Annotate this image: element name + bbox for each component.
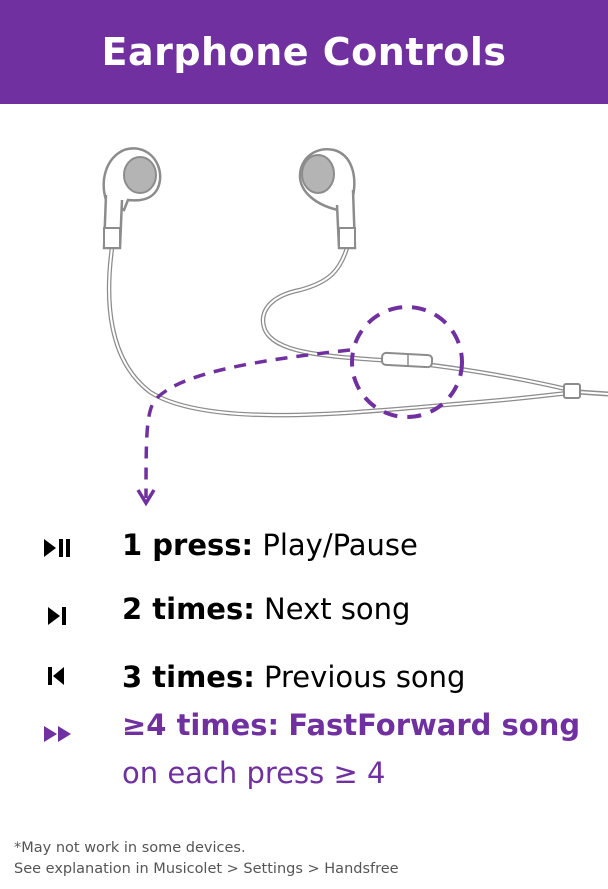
control-row-next: 2 times: Next song [0, 590, 608, 640]
control-row-fast-forward: ≥4 times: FastForward song [0, 708, 608, 762]
footnote-line-2: See explanation in Musicolet > Settings … [14, 861, 399, 877]
header-bar: Earphone Controls [0, 0, 608, 104]
remote-highlight-circle [350, 305, 464, 419]
control-row-play-pause: 1 press: Play/Pause [0, 524, 608, 574]
earphones-illustration [102, 147, 608, 507]
control-text: 1 press: Play/Pause [122, 528, 418, 562]
page-title: Earphone Controls [101, 30, 507, 74]
fast-forward-subtext: on each press ≥ 4 [122, 756, 386, 790]
left-cord [106, 245, 581, 418]
fast-forward-icon [44, 726, 71, 742]
right-cord [260, 245, 573, 393]
control-text: ≥4 times: FastForward song [122, 708, 581, 742]
left-earbud [102, 147, 162, 250]
control-text: 3 times: Previous song [122, 660, 466, 694]
play-pause-icon [44, 539, 70, 557]
cord-splitter [563, 383, 581, 399]
remote-control [380, 351, 434, 369]
next-track-icon [48, 607, 66, 625]
control-text: 2 times: Next song [122, 592, 411, 626]
previous-track-icon [48, 667, 64, 685]
control-row-previous: 3 times: Previous song [0, 658, 608, 708]
footnote: *May not work in some devices. See expla… [14, 838, 604, 880]
right-earbud [298, 147, 357, 250]
footnote-line-1: *May not work in some devices. [14, 840, 246, 856]
dashed-pointer-arrow [144, 348, 351, 499]
